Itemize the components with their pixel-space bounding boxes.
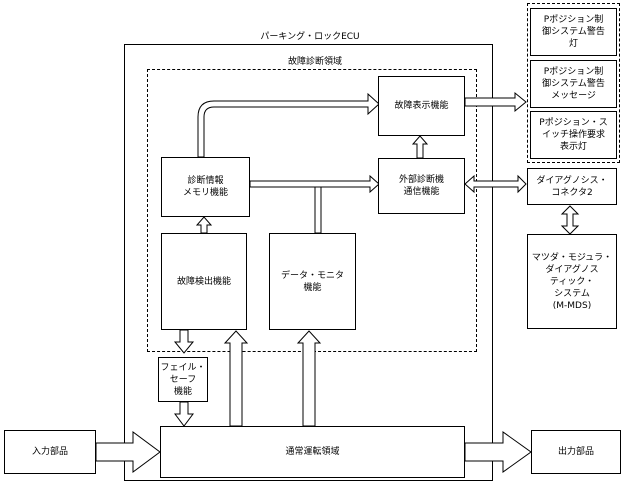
arrow-failsafe-to-normal [174, 401, 194, 427]
arrow-monitor-to-comm [314, 186, 322, 234]
fail-safe-box: フェイル・ セーフ 機能 [158, 357, 208, 402]
ecu-frame [124, 44, 493, 481]
fault-detect-box: 故障検出機能 [161, 233, 247, 330]
normal-operation-box: 通常運転領域 [160, 426, 465, 478]
arrow-memory-to-comm [249, 174, 380, 194]
arrow-memory-to-display [197, 92, 380, 158]
ext-diag-comm-box: 外部診断機 通信機能 [378, 158, 465, 214]
arrow-comm-connector [464, 174, 527, 194]
diag-connector-box: ダイアグノシス・ コネクタ2 [527, 168, 617, 205]
arrow-input-to-normal [95, 431, 161, 473]
data-monitor-box: データ・モニタ 機能 [269, 233, 356, 330]
arrow-detect-to-failsafe [173, 329, 195, 354]
diag-memory-box: 診断情報 メモリ機能 [161, 157, 250, 217]
input-parts-box: 入力部品 [4, 430, 96, 474]
fault-display-box: 故障表示機能 [378, 76, 465, 136]
arrow-normal-to-monitor [296, 330, 322, 427]
arrow-connector-mmds [560, 205, 580, 235]
p-switch-lamp-box: Pポジション・ス イッチ操作要求 表示灯 [530, 111, 617, 159]
arrow-normal-to-output [464, 431, 532, 473]
output-parts-box: 出力部品 [531, 430, 621, 474]
indicator-group-frame [527, 3, 620, 163]
p-warning-message-box: Pポジション制 御システム警告 メッセージ [530, 60, 617, 108]
arrow-normal-to-detect [223, 330, 249, 427]
mmds-box: マツダ・モジュラ・ ダイアグノス ティック・ システム (M-MDS) [527, 234, 617, 329]
arrow-detect-to-memory [195, 216, 213, 234]
ecu-title: パーキング・ロックECU [260, 32, 360, 42]
arrow-display-to-indicators [464, 91, 527, 113]
arrow-comm-to-display [411, 135, 429, 159]
p-warning-lamp-box: Pポジション制 御システム警告 灯 [530, 8, 617, 56]
diagnosis-area-title: 故障診断領域 [287, 57, 342, 67]
